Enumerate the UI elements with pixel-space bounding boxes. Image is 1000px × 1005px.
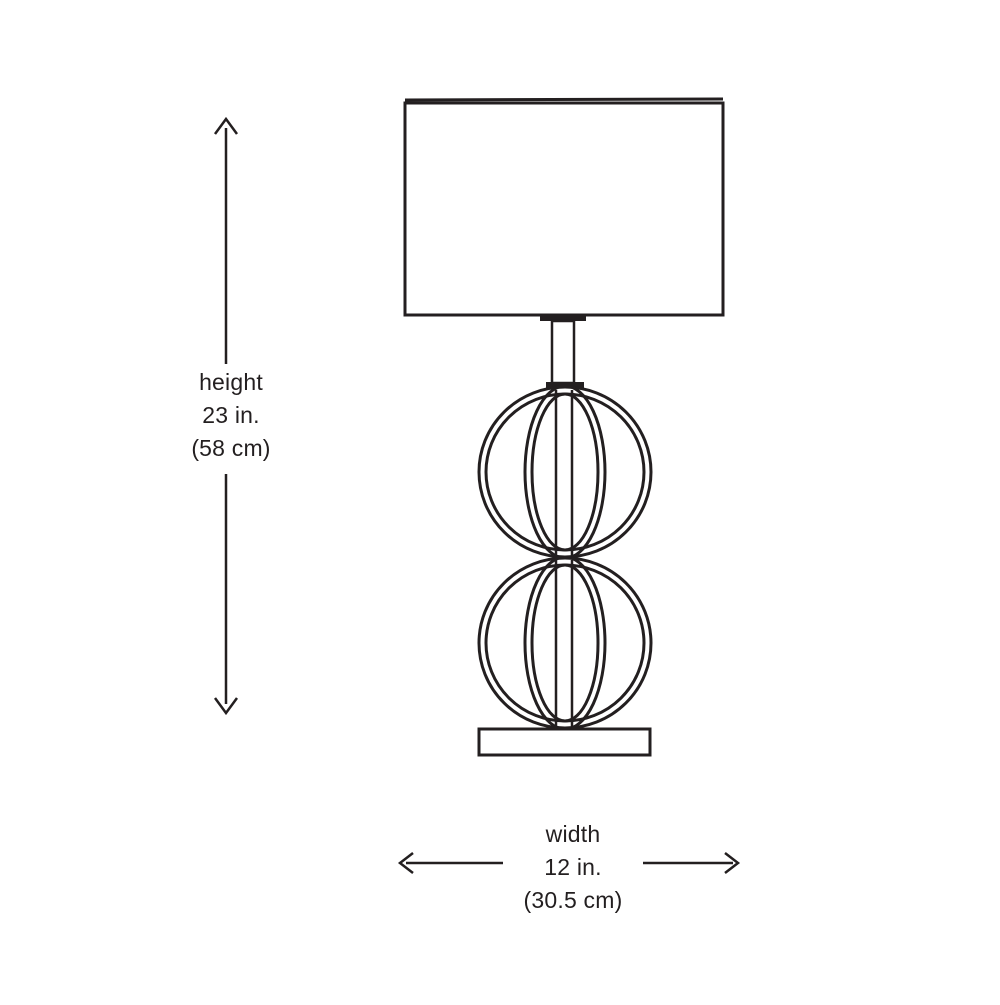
width-arrow-head-left-icon — [397, 852, 414, 874]
width-arrow-head-right-icon — [724, 852, 741, 874]
height-label-text: height — [199, 369, 263, 395]
lamp-shade-body — [403, 101, 725, 317]
width-label-text: width — [545, 821, 601, 847]
lower-sphere-vertical-ring-inner — [530, 563, 600, 723]
lamp-lower-sphere — [477, 555, 653, 731]
width-dimension-label: width 12 in. (30.5 cm) — [503, 818, 643, 917]
width-arrow — [397, 852, 741, 874]
lower-sphere-vertical-ring — [523, 555, 607, 731]
height-imperial-value: 23 in. — [202, 402, 260, 428]
lamp-shade — [403, 97, 725, 317]
upper-sphere-vertical-ring-inner — [530, 392, 600, 552]
height-dimension-label: height 23 in. (58 cm) — [170, 366, 292, 465]
width-imperial-value: 12 in. — [544, 854, 602, 880]
height-arrow-head-down-icon — [213, 697, 239, 716]
height-metric-value: (58 cm) — [191, 435, 271, 461]
lower-sphere-outer-ring — [477, 556, 653, 730]
lamp-shade-top-rim — [404, 97, 724, 102]
lower-sphere-outer-ring-inner — [484, 563, 646, 723]
lamp-upper-sphere — [477, 384, 653, 560]
lamp-stem-top-collar — [540, 315, 586, 321]
lamp-stem — [540, 315, 586, 388]
lamp-stem-tube — [550, 319, 576, 385]
upper-sphere-outer-ring-inner — [484, 392, 646, 552]
height-arrow — [213, 116, 239, 716]
upper-sphere-outer-ring — [477, 385, 653, 559]
lamp-base — [477, 727, 652, 757]
width-metric-value: (30.5 cm) — [523, 887, 623, 913]
height-arrow-head-up-icon — [213, 116, 239, 135]
upper-sphere-vertical-ring — [523, 384, 607, 560]
